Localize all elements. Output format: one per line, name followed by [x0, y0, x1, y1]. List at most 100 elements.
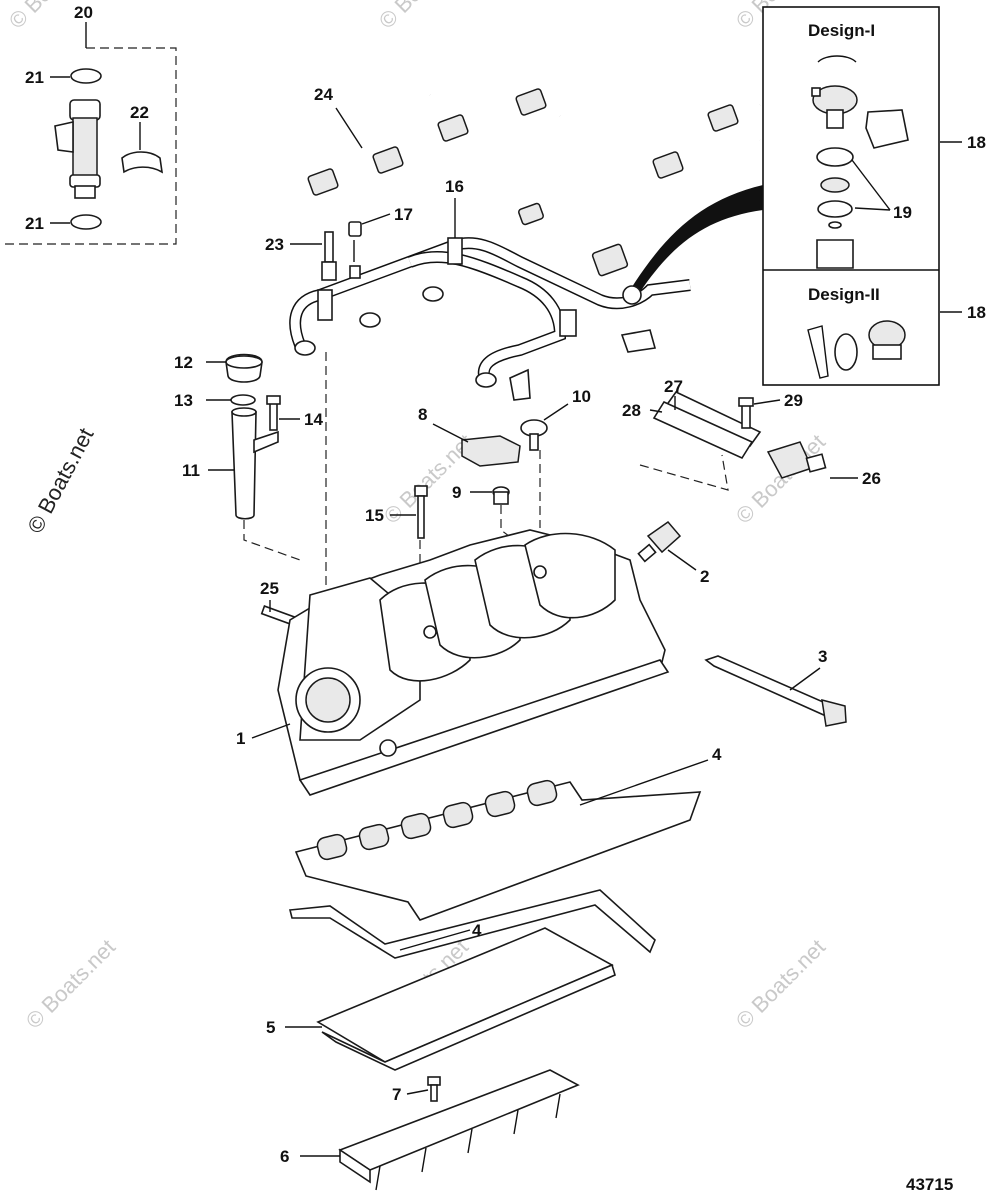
fuel-injector	[54, 99, 101, 199]
manifold-flange	[298, 659, 670, 796]
callout-21-bottom: 21	[25, 214, 44, 233]
callout-7: 7	[392, 1085, 401, 1104]
assembly-line	[243, 520, 301, 561]
callout-5: 5	[266, 1018, 275, 1037]
inset-border	[0, 47, 177, 245]
callout-6: 6	[280, 1147, 289, 1166]
manifold-bolt: 15	[365, 485, 428, 539]
callout-25: 25	[260, 579, 279, 598]
harness-connector	[372, 146, 404, 174]
callout-8: 8	[418, 405, 427, 424]
callout-18-design-1: 18	[967, 133, 986, 152]
callout-10: 10	[572, 387, 591, 406]
watermark-tile: © Boats.net	[731, 934, 830, 1033]
intake-manifold: 1	[236, 529, 670, 796]
cover-plate-assembly: 27 28 29	[622, 377, 803, 491]
rail-outlet	[475, 372, 497, 388]
callout-23: 23	[265, 235, 284, 254]
rail-outlet	[294, 340, 316, 356]
harness-connector	[307, 168, 339, 196]
callout-9: 9	[452, 483, 461, 502]
harness-connector	[652, 151, 684, 179]
callout-4-lower: 4	[472, 921, 482, 940]
baffle-bracket: 6	[280, 1069, 580, 1191]
harness-connector	[437, 114, 469, 142]
callout-26: 26	[862, 469, 881, 488]
callout-29: 29	[784, 391, 803, 410]
regulator-o-ring-2	[817, 200, 853, 218]
cover-gasket	[652, 400, 754, 460]
watermark-side: © Boats.net	[22, 424, 98, 538]
regulator-filter	[820, 177, 850, 193]
callout-17: 17	[394, 205, 413, 224]
callout-12: 12	[174, 353, 193, 372]
filler-o-ring	[230, 394, 256, 406]
valve-cap: 17	[348, 205, 413, 279]
rail-bracket	[317, 289, 333, 321]
valley-cover: 5	[266, 927, 616, 1071]
regulator-o-ring-1	[816, 147, 854, 167]
harness-connector	[707, 104, 739, 132]
regulator-inset: Design-I Design-II 18 19 18	[762, 6, 986, 386]
callout-21-top: 21	[25, 68, 44, 87]
manifold-gasket-upper: 4	[294, 745, 722, 921]
filler-tube	[231, 411, 257, 520]
callout-11: 11	[182, 461, 200, 480]
sensor-10: 10	[520, 387, 591, 451]
callout-16: 16	[445, 177, 464, 196]
design-1-title: Design-I	[808, 21, 875, 40]
intake-runner	[524, 532, 616, 619]
callout-13: 13	[174, 391, 193, 410]
temperature-sender: 2	[637, 520, 709, 586]
end-seal-gasket: 4	[288, 889, 656, 959]
callout-2: 2	[700, 567, 709, 586]
callout-18-design-2: 18	[967, 303, 986, 322]
rail-bracket	[559, 309, 577, 337]
rail-outlet	[359, 312, 381, 328]
injector-clip	[121, 151, 164, 174]
cover-bolt	[741, 403, 751, 429]
rail-mount	[509, 368, 531, 401]
design-2-clip	[807, 325, 829, 379]
harness-connector	[518, 202, 544, 226]
callout-20: 20	[74, 3, 93, 22]
harness-connector	[591, 243, 629, 277]
callout-24: 24	[314, 85, 333, 104]
callout-14: 14	[304, 410, 323, 429]
filler-bolt	[269, 401, 278, 431]
figure-number: 43715	[906, 1175, 953, 1194]
o-ring-bottom	[70, 214, 102, 230]
regulator-inset-border	[762, 6, 940, 386]
design-2-o-ring	[834, 333, 858, 371]
grommet: 9	[452, 483, 510, 505]
wiring-harness: 24	[307, 79, 761, 277]
rail-bracket	[447, 237, 463, 265]
map-sensor: 8	[418, 405, 521, 467]
bracket-bolt: 7	[392, 1076, 441, 1104]
fuel-fitting: 26	[766, 441, 881, 488]
callout-15: 15	[365, 506, 384, 525]
detail-pointer	[630, 185, 763, 292]
regulator-port	[622, 285, 642, 305]
fuel-rail: 16	[289, 177, 691, 401]
rail-mount	[620, 329, 657, 353]
callout-22: 22	[130, 103, 149, 122]
sensor-rod: 3	[704, 647, 847, 727]
o-ring-top	[70, 68, 102, 84]
snap-ring	[817, 55, 857, 63]
injector-inset: 20 21 21 22	[0, 3, 177, 245]
callout-27: 27	[664, 377, 683, 396]
callout-4-upper: 4	[712, 745, 722, 764]
callout-19: 19	[893, 203, 912, 222]
watermark-tile: © Boats.net	[374, 0, 473, 34]
design-2-title: Design-II	[808, 285, 880, 304]
regulator-clip	[865, 109, 909, 149]
schrader-valve: 23	[265, 231, 337, 281]
watermark-tile: © Boats.net	[21, 934, 120, 1033]
rail-outlet	[422, 286, 444, 302]
harness-connector	[515, 88, 547, 116]
callout-3: 3	[818, 647, 827, 666]
regulator-housing	[816, 239, 854, 269]
callout-1: 1	[236, 729, 245, 748]
callout-28: 28	[622, 401, 641, 420]
